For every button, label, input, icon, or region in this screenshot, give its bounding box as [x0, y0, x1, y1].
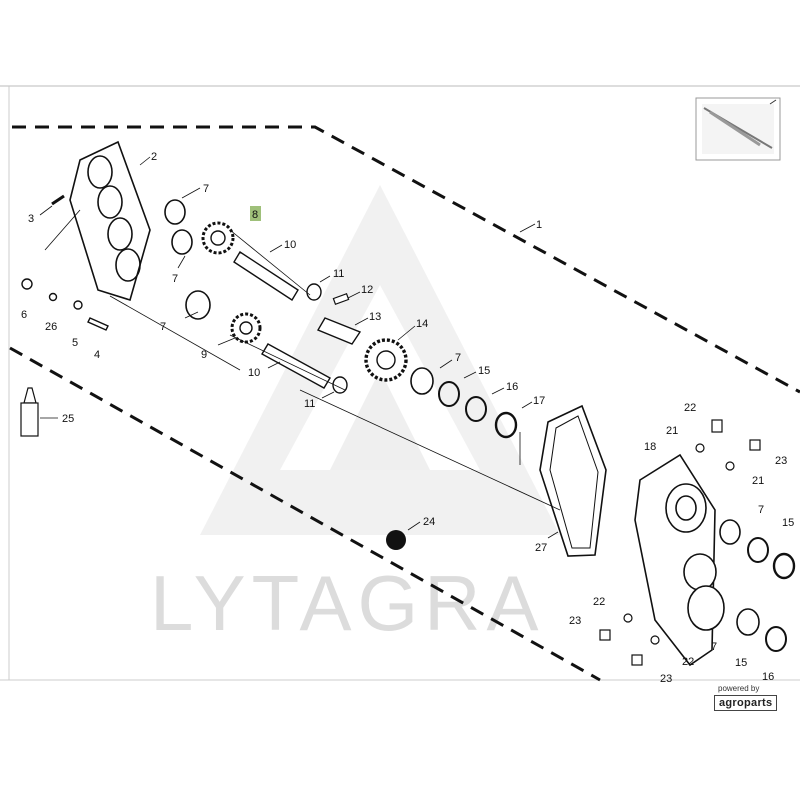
plug-part-23c[interactable]	[631, 654, 643, 666]
callout-4[interactable]: 4	[94, 349, 100, 361]
bearing-part-7e[interactable]	[719, 519, 741, 545]
washer-part-16[interactable]	[465, 396, 487, 422]
gear-part-14[interactable]	[364, 338, 408, 382]
washer-part-5[interactable]	[73, 300, 83, 310]
sleeve-part-13[interactable]	[316, 317, 362, 345]
callout-27[interactable]: 27	[535, 542, 547, 554]
callout-6[interactable]: 6	[21, 309, 27, 321]
callout-9[interactable]: 9	[201, 349, 207, 361]
callout-16b[interactable]: 16	[762, 671, 774, 683]
callout-24[interactable]: 24	[423, 516, 435, 528]
callout-16a[interactable]: 16	[506, 381, 518, 393]
washer-part-26[interactable]	[48, 292, 58, 302]
ring-part-17b[interactable]	[772, 552, 796, 580]
callout-10b[interactable]: 10	[248, 367, 260, 379]
gear-part-8[interactable]	[201, 221, 235, 255]
callout-13[interactable]: 13	[369, 311, 381, 323]
callout-26[interactable]: 26	[45, 321, 57, 333]
callout-15b[interactable]: 15	[782, 517, 794, 529]
callout-7c[interactable]: 7	[160, 321, 166, 333]
callout-12[interactable]: 12	[361, 284, 373, 296]
badge-brand: agroparts	[714, 695, 778, 711]
key-part-12[interactable]	[332, 293, 350, 305]
washer-part-22b[interactable]	[623, 613, 633, 623]
bolt-part-4[interactable]	[87, 317, 109, 331]
washer-part-15c[interactable]	[765, 626, 787, 652]
callout-8[interactable]: 8	[252, 209, 258, 221]
callout-15c[interactable]: 15	[735, 657, 747, 669]
shaft-part-10b[interactable]	[261, 343, 331, 389]
callout-10a[interactable]: 10	[284, 239, 296, 251]
callout-23a[interactable]: 23	[775, 455, 787, 467]
callout-22b[interactable]: 22	[593, 596, 605, 608]
powered-by-badge[interactable]: powered by agroparts	[714, 684, 786, 716]
thumbnail-preview[interactable]	[695, 97, 781, 161]
callout-8-highlight	[250, 206, 261, 221]
callout-7d[interactable]: 7	[455, 352, 461, 364]
callout-25[interactable]: 25	[62, 413, 74, 425]
callout-15a[interactable]: 15	[478, 365, 490, 377]
callout-22c[interactable]: 22	[682, 656, 694, 668]
grease-tube-part-25[interactable]	[20, 387, 39, 437]
gasket-part-27[interactable]	[539, 404, 607, 557]
callout-23b[interactable]: 23	[569, 615, 581, 627]
washer-part-21b[interactable]	[725, 461, 735, 471]
bearing-part-7c[interactable]	[185, 290, 211, 320]
ring-part-17[interactable]	[494, 411, 518, 439]
plug-part-23a[interactable]	[749, 439, 761, 451]
shaft-part-10a[interactable]	[233, 251, 299, 301]
fitting-part-22a[interactable]	[711, 419, 723, 433]
plug-part-24[interactable]	[386, 530, 406, 550]
callout-21a[interactable]: 21	[666, 425, 678, 437]
callout-17[interactable]: 17	[533, 395, 545, 407]
callout-11a[interactable]: 11	[333, 268, 344, 280]
bushing-part-11a[interactable]	[306, 283, 322, 301]
callout-7f[interactable]: 7	[711, 641, 717, 653]
bearing-part-7d[interactable]	[410, 367, 434, 395]
housing-plate-part-2[interactable]	[69, 140, 151, 302]
washer-part-15[interactable]	[438, 381, 460, 407]
washer-part-15b[interactable]	[747, 537, 769, 563]
washer-part-21a[interactable]	[695, 443, 705, 453]
bearing-part-7f[interactable]	[736, 608, 760, 636]
callout-7b[interactable]: 7	[172, 273, 178, 285]
gear-part-9[interactable]	[230, 312, 262, 344]
gear-housing-part-18[interactable]	[634, 453, 725, 667]
callout-14[interactable]: 14	[416, 318, 428, 330]
callout-11b[interactable]: 11	[304, 398, 315, 410]
callout-7a[interactable]: 7	[203, 183, 209, 195]
callout-23c[interactable]: 23	[660, 673, 672, 685]
badge-caption: powered by	[718, 684, 760, 693]
callout-3[interactable]: 3	[28, 213, 34, 225]
bearing-part-7a[interactable]	[164, 199, 186, 225]
callout-1[interactable]: 1	[536, 219, 542, 231]
leader-lines	[39, 156, 561, 539]
washer-part-22c[interactable]	[650, 635, 660, 645]
group-boundary	[9, 125, 800, 682]
callout-21b[interactable]: 21	[752, 475, 764, 487]
callout-18[interactable]: 18	[644, 441, 656, 453]
callout-7e[interactable]: 7	[758, 504, 764, 516]
nut-part-6[interactable]	[21, 278, 33, 290]
pin-part-3[interactable]	[51, 194, 65, 206]
callout-labels: 1 2 3 4 5 6 7 7 7 7 7 7 8 9 10 10 11 11 …	[21, 151, 794, 685]
callout-22a[interactable]: 22	[684, 402, 696, 414]
callout-2[interactable]: 2	[151, 151, 157, 163]
watermark-text: LYTAGRA	[150, 559, 545, 647]
bearing-part-7b[interactable]	[171, 229, 193, 255]
plug-part-23b[interactable]	[599, 629, 611, 641]
callout-5[interactable]: 5	[72, 337, 78, 349]
